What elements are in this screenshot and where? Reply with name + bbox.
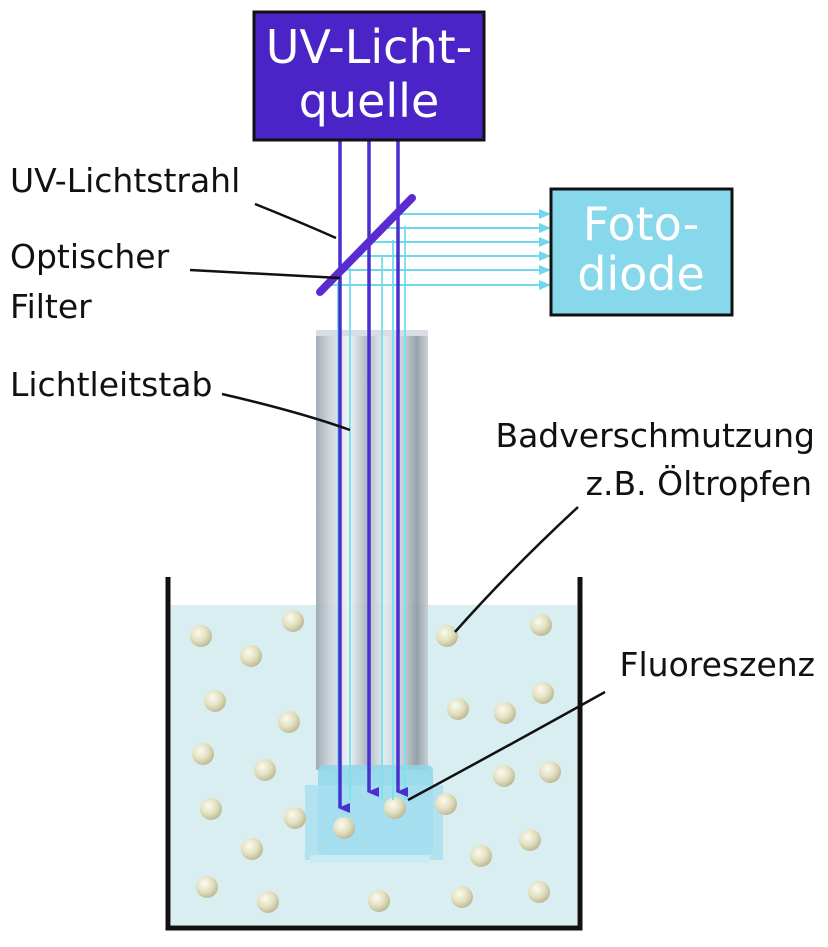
label-contamination-line2: z.B. Öltropfen	[586, 463, 812, 503]
label-optical-filter-line1: Optischer	[10, 237, 170, 276]
light-rod	[316, 330, 428, 770]
bath-container	[165, 577, 583, 931]
uv-beams	[338, 140, 408, 813]
uv-source-label-line2: quelle	[299, 74, 440, 128]
oil-droplets	[190, 610, 561, 913]
label-optical-filter-line2: Filter	[10, 287, 92, 326]
label-uv-beam: UV-Lichtstrahl	[10, 161, 240, 200]
leader-optical-filter	[189, 268, 341, 280]
fluorescence-beams-rod	[337, 226, 406, 800]
photodiode-label-line2: diode	[577, 247, 705, 301]
optical-filter	[316, 194, 416, 296]
leader-uv-beam	[254, 202, 337, 240]
photodiode-label-line1: Foto-	[583, 197, 700, 251]
leader-fluorescence	[407, 690, 606, 802]
fluorescence-beams-diode	[328, 209, 551, 290]
leader-contamination	[454, 506, 579, 633]
label-contamination-line1: Badverschmutzung	[495, 416, 815, 455]
photodiode: Foto- diode	[549, 187, 734, 317]
leader-light-rod	[221, 392, 351, 432]
uv-source-label-line1: UV-Licht-	[266, 20, 473, 74]
sensor-head	[305, 765, 443, 863]
label-light-rod: Lichtleitstab	[10, 365, 212, 404]
leader-lines	[189, 202, 606, 802]
uv-light-source: UV-Licht- quelle	[252, 10, 486, 142]
label-fluorescence: Fluoreszenz	[620, 645, 815, 684]
